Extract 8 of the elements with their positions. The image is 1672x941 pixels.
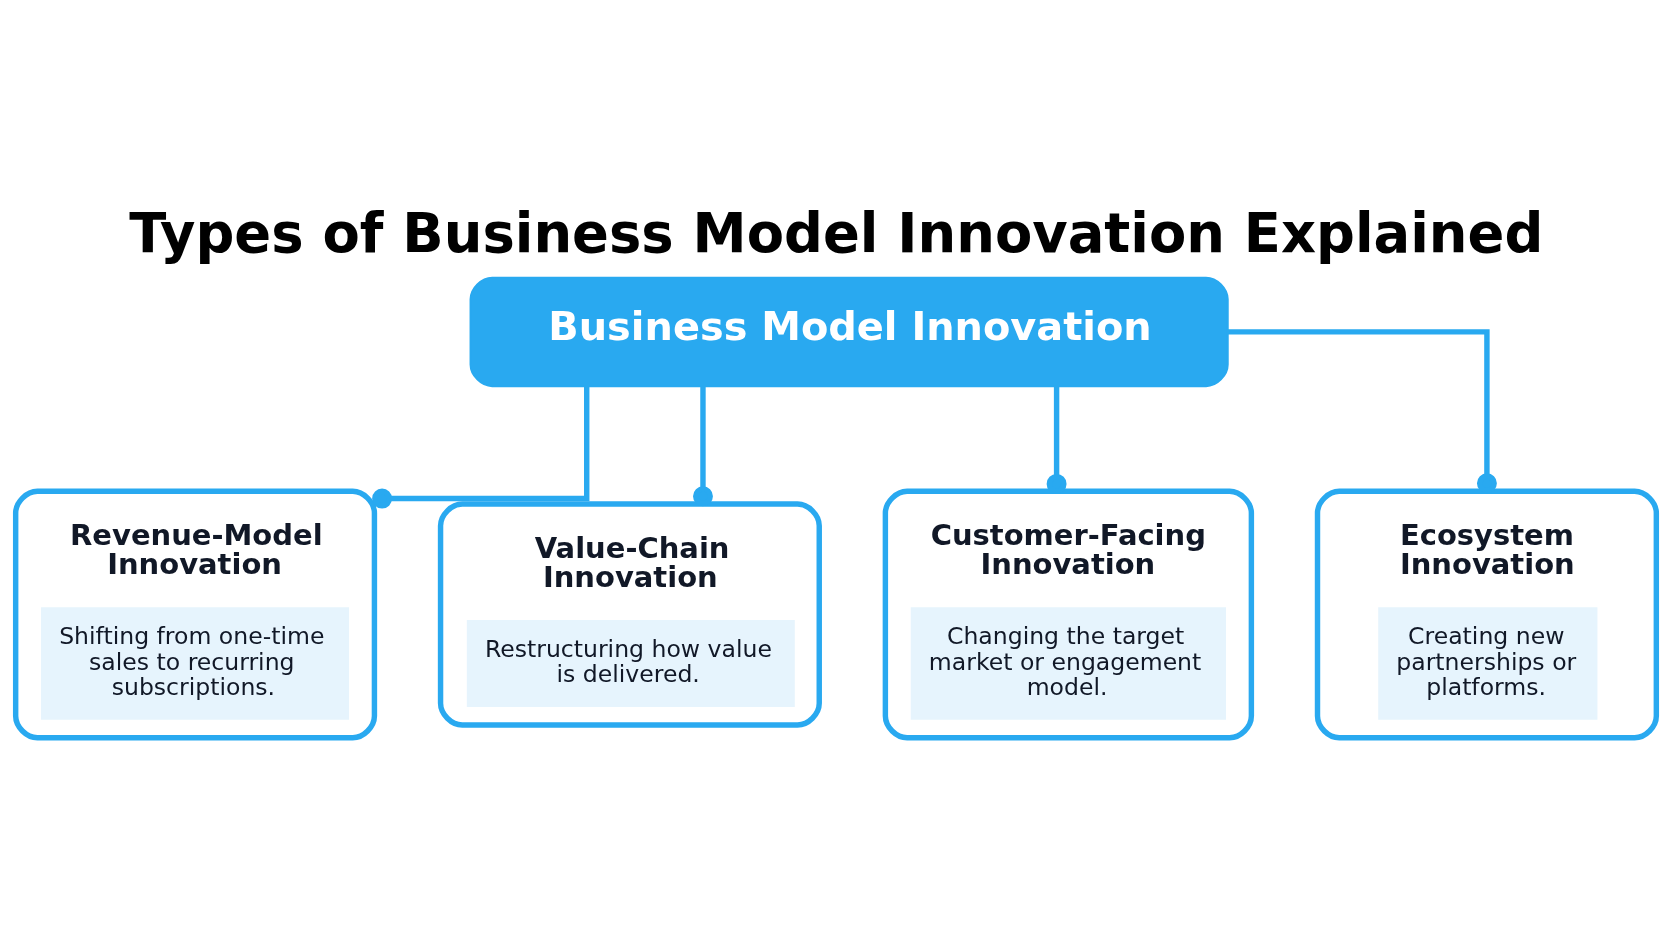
node-box: Value-Chain Innovation Restructuring how value is delivered. <box>437 501 822 728</box>
diagram-title: Types of Business Model Innovation Explained <box>129 202 1544 266</box>
connector <box>372 386 590 509</box>
node-box: Customer-Facing Innovation Changing the target market or engagement model. <box>882 488 1255 741</box>
node-box: Business Model Innovation <box>469 276 1229 388</box>
node-box: Ecosystem Innovation Creating new partnerships or platforms. <box>1314 488 1660 741</box>
node-box: Revenue-Model Innovation Shifting from one-time sales to recurring subscriptions. <box>12 488 378 741</box>
connector <box>693 386 713 507</box>
